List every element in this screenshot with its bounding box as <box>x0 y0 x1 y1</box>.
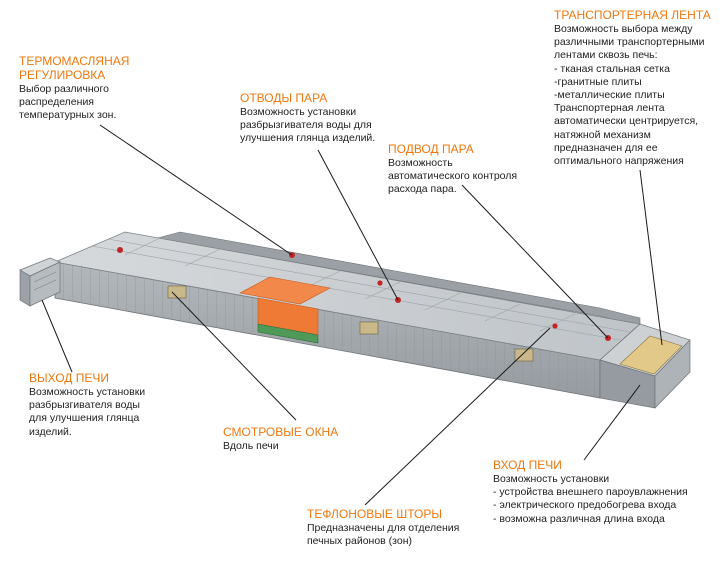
callout-description: Предназначены для отделения печных район… <box>307 522 459 548</box>
desc-line: распределения <box>19 96 94 109</box>
callout-thermo-oil-regulation: ТЕРМОМАСЛЯНАЯ РЕГУЛИРОВКА Выбор различно… <box>19 54 129 123</box>
desc-line: автоматического контроля <box>388 170 518 183</box>
callout-steam-supply: ПОДВОД ПАРА Возможность автоматического … <box>388 142 517 197</box>
desc-line: изделий. <box>29 425 72 438</box>
title-line: ТЕРМОМАСЛЯНАЯ <box>19 54 130 68</box>
desc-line: лентами сквозь печь: <box>554 49 658 62</box>
callout-title: ОТВОДЫ ПАРА <box>240 91 375 105</box>
oven-entry-unit <box>599 323 691 409</box>
desc-line: - электрического предобогрева входа <box>493 499 677 512</box>
leader-lines <box>41 124 663 506</box>
leader-oven-exit <box>41 299 73 373</box>
desc-line: Возможность установки <box>29 386 146 398</box>
callout-title: ТЕФЛОНОВЫЕ ШТОРЫ <box>307 507 459 521</box>
title-line: ОТВОДЫ ПАРА <box>240 91 328 105</box>
desc-line: -металлические плиты <box>554 89 665 102</box>
desc-line: автоматически центрируется, <box>554 115 699 128</box>
desc-line: Возможность <box>388 157 453 169</box>
callout-description: Выбор различного распределения температу… <box>19 83 129 123</box>
inspection-window <box>514 348 534 362</box>
leader-thermo <box>99 124 293 256</box>
callout-inspection-windows: СМОТРОВЫЕ ОКНА Вдоль печи <box>223 425 338 453</box>
inspection-window <box>167 285 187 299</box>
title-line: ВЫХОД ПЕЧИ <box>29 371 110 385</box>
callout-oven-exit: ВЫХОД ПЕЧИ Возможность установки разбрыз… <box>29 371 145 439</box>
callout-description: Возможность установки разбрызгивателя во… <box>29 386 145 439</box>
conveyor-belt-surface <box>619 335 683 375</box>
title-line: РЕГУЛИРОВКА <box>19 68 106 82</box>
title-line: ВХОД ПЕЧИ <box>493 458 562 472</box>
leader-oven-entry <box>583 384 641 461</box>
callout-title: ВЫХОД ПЕЧИ <box>29 371 145 385</box>
desc-line: Предназначены для отделения <box>307 522 460 534</box>
desc-line: Возможность установки <box>240 106 357 118</box>
callout-description: Вдоль печи <box>223 440 338 453</box>
leader-teflon <box>364 327 551 506</box>
leader-conveyor <box>639 169 663 346</box>
callout-title: ВХОД ПЕЧИ <box>493 458 688 472</box>
desc-line: разбрызгивателя воды <box>29 399 140 412</box>
leader-steam-vents <box>317 149 399 301</box>
callout-teflon-curtains: ТЕФЛОНОВЫЕ ШТОРЫ Предназначены для отдел… <box>307 507 459 548</box>
desc-line: Возможность установки <box>493 473 610 485</box>
title-line: ПОДВОД ПАРА <box>388 142 474 156</box>
desc-line: температурных зон. <box>19 109 117 122</box>
tunnel-oven-illustration <box>19 231 691 409</box>
desc-line: оптимального напряжения <box>554 155 684 168</box>
title-line: ТРАНСПОРТЕРНАЯ ЛЕНТА <box>554 8 711 22</box>
oven-side-wall-ribs <box>55 262 600 398</box>
desc-line: улучшения глянца изделий. <box>240 132 376 145</box>
callout-steam-vents: ОТВОДЫ ПАРА Возможность установки разбры… <box>240 91 375 146</box>
roof-panel-seams <box>91 237 631 341</box>
callout-description: Возможность выбора между различными тран… <box>554 23 711 168</box>
desc-line: Вдоль печи <box>223 440 279 452</box>
desc-line: расхода пара. <box>388 183 457 196</box>
callout-description: Возможность автоматического контроля рас… <box>388 157 517 197</box>
title-line: ТЕФЛОНОВЫЕ ШТОРЫ <box>307 507 442 521</box>
callout-title: ТЕРМОМАСЛЯНАЯ РЕГУЛИРОВКА <box>19 54 129 82</box>
desc-line: - тканая стальная сетка <box>554 62 670 75</box>
title-line: СМОТРОВЫЕ ОКНА <box>223 425 339 439</box>
callout-conveyor-belt: ТРАНСПОРТЕРНАЯ ЛЕНТА Возможность выбора … <box>554 8 711 168</box>
callout-oven-entry: ВХОД ПЕЧИ Возможность установки - устрой… <box>493 458 688 526</box>
callout-description: Возможность установки разбрызгивателя во… <box>240 106 375 146</box>
leader-steam-supply <box>461 184 609 339</box>
callout-title: ПОДВОД ПАРА <box>388 142 517 156</box>
desc-line: печных районов (зон) <box>307 535 413 548</box>
desc-line: Выбор различного <box>19 83 109 95</box>
green-zone-side <box>257 323 319 344</box>
oven-exit-unit <box>19 257 61 307</box>
callout-title: ТРАНСПОРТЕРНАЯ ЛЕНТА <box>554 8 711 22</box>
desc-line: - устройства внешнего пароувлажнения <box>493 486 688 499</box>
desc-line: Возможность выбора между <box>554 23 693 35</box>
desc-line: предназначен для ее <box>554 141 658 154</box>
callout-title: СМОТРОВЫЕ ОКНА <box>223 425 338 439</box>
callout-description: Возможность установки - устройства внешн… <box>493 473 688 526</box>
desc-line: различными транспортерными <box>554 36 705 49</box>
desc-line: -гранитные плиты <box>554 75 642 88</box>
desc-line: разбрызгивателя воды для <box>240 119 372 132</box>
desc-line: Транспортерная лента <box>554 102 665 115</box>
desc-line: - возможна различная длина входа <box>493 512 665 525</box>
desc-line: для улучшения глянца <box>29 412 140 425</box>
leader-windows <box>171 291 297 421</box>
desc-line: натяжной механизм <box>554 128 651 141</box>
inspection-window <box>359 321 379 335</box>
hot-zone-roof <box>239 276 331 305</box>
